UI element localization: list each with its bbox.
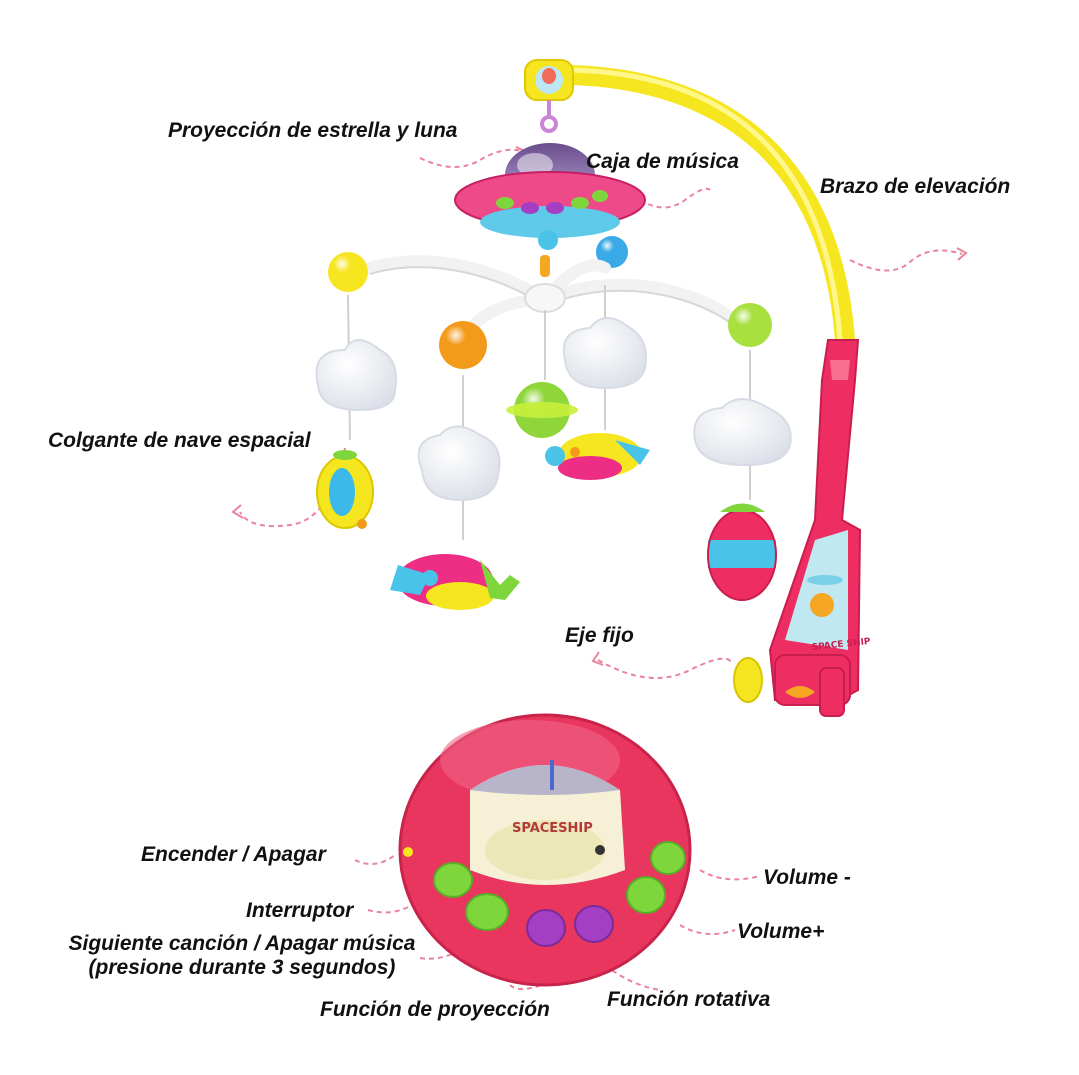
- sticker-text: SPACESHIP: [512, 821, 593, 836]
- label-fixed-axis: Eje fijo: [565, 624, 634, 647]
- leader-switch: [367, 899, 421, 914]
- pendant-yellow-ship: [316, 450, 374, 529]
- button-volume-up: [626, 876, 666, 914]
- label-music-box: Caja de música: [586, 150, 739, 173]
- button-projection: [526, 909, 566, 947]
- arrowhead-spaceship: [231, 504, 244, 519]
- clouds: [315, 317, 792, 502]
- pink-stand: SPACE SHIP: [733, 339, 871, 717]
- music-box-top: [454, 143, 646, 268]
- leader-rotation: [604, 964, 661, 991]
- leader-fixed-axis: [597, 657, 733, 679]
- arrowhead-fixed-axis: [591, 651, 604, 666]
- label-switch: Interruptor: [246, 899, 354, 922]
- label-power: Encender / Apagar: [141, 843, 326, 866]
- pendant-pink-rocket: [707, 503, 777, 601]
- label-volume-down: Volume -: [763, 866, 851, 889]
- button-volume-down: [650, 841, 686, 875]
- label-next-song-line1: Siguiente canción / Apagar música: [68, 932, 416, 955]
- leader-star-moon: [419, 148, 526, 169]
- leader-vol-down: [699, 869, 761, 881]
- base-buttons: [433, 841, 686, 947]
- leader-lines: [239, 148, 963, 991]
- label-next-song: Siguiente canción / Apagar música (presi…: [48, 932, 436, 980]
- button-rotation: [574, 905, 614, 943]
- leader-power: [354, 854, 396, 865]
- pendant-pink-plane: [390, 554, 520, 610]
- label-next-song-line2: (presione durante 3 segundos): [88, 956, 396, 980]
- label-spaceship-pendant: Colgante de nave espacial: [48, 429, 311, 452]
- leader-projection: [509, 979, 556, 990]
- label-lift-arm: Brazo de elevación: [820, 175, 1011, 198]
- leader-music-box: [639, 187, 711, 209]
- button-next-song: [465, 893, 509, 931]
- arrowhead-lift-arm: [956, 247, 968, 261]
- label-volume-up: Volume+: [737, 920, 825, 943]
- leader-vol-up: [679, 924, 736, 935]
- balls: [328, 252, 772, 438]
- leader-lift-arm: [849, 249, 963, 272]
- label-star-moon-projection: Proyección de estrella y luna: [168, 119, 458, 142]
- label-projection-function: Función de proyección: [320, 998, 550, 1021]
- button-switch: [433, 862, 473, 898]
- label-rotation-function: Función rotativa: [607, 988, 771, 1011]
- pendant-yellow-plane: [545, 433, 650, 480]
- lift-arm: [524, 59, 855, 350]
